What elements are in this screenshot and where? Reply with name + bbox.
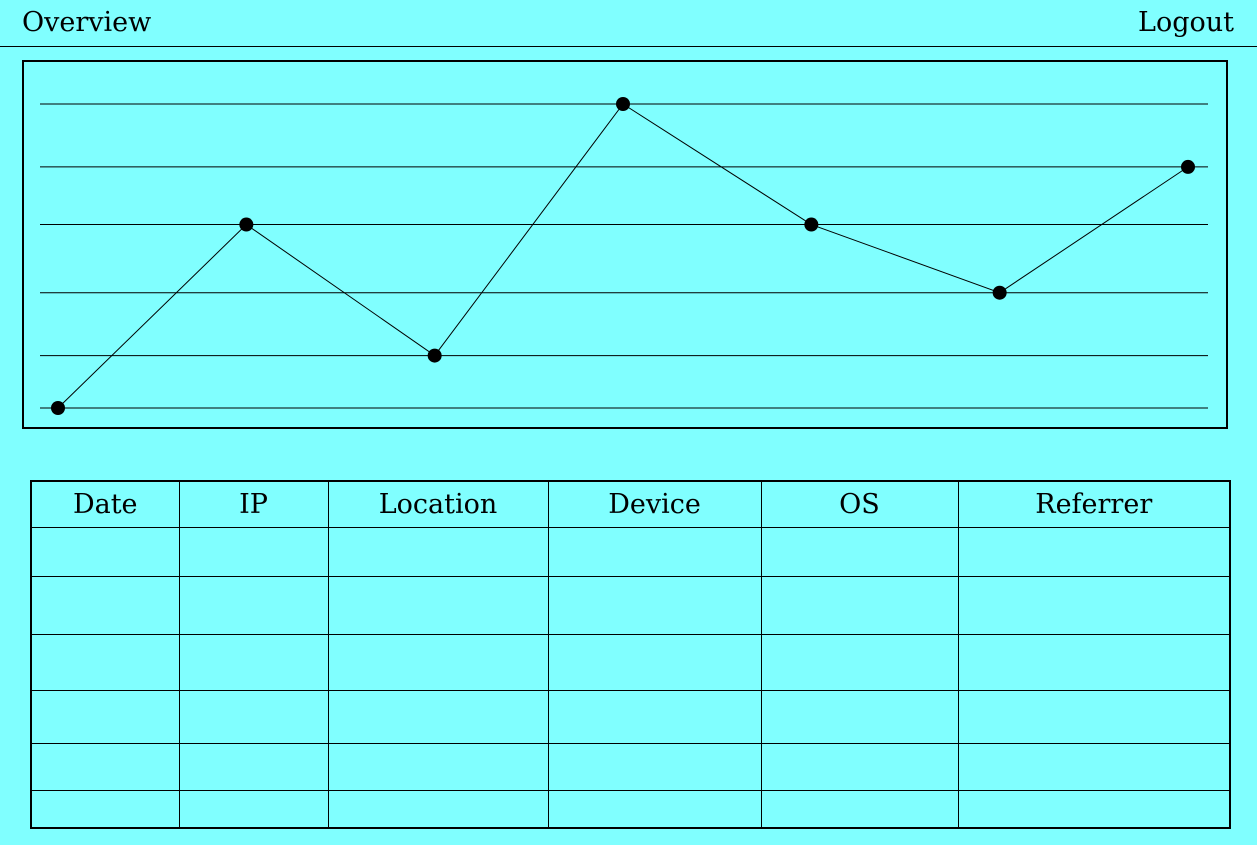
data-point <box>51 401 65 415</box>
table-cell <box>957 790 1229 827</box>
data-point <box>992 285 1007 300</box>
data-point <box>427 348 442 363</box>
column-header-device[interactable]: Device <box>547 482 762 528</box>
line-chart <box>40 97 1208 415</box>
table-cell <box>178 790 329 827</box>
table-cell <box>547 527 762 577</box>
table-cell <box>32 527 180 577</box>
table-cell <box>547 790 762 827</box>
table-cell <box>178 690 329 744</box>
table-cell <box>957 576 1229 635</box>
data-point <box>1181 159 1195 174</box>
table-row <box>32 634 1229 691</box>
table-cell <box>760 634 959 691</box>
table-row <box>32 790 1229 827</box>
table-cell <box>760 690 959 744</box>
column-header-ip[interactable]: IP <box>178 482 329 528</box>
top-bar: Overview Logout <box>0 0 1257 47</box>
table-cell <box>547 634 762 691</box>
table-cell <box>32 576 180 635</box>
column-header-location[interactable]: Location <box>327 482 549 528</box>
table-cell <box>760 576 959 635</box>
table-cell <box>327 634 549 691</box>
data-point <box>616 97 630 111</box>
data-point <box>804 217 819 232</box>
table-cell <box>760 527 959 577</box>
chart-panel <box>22 60 1228 429</box>
table-cell <box>178 634 329 691</box>
column-header-os[interactable]: OS <box>760 482 959 528</box>
table-row <box>32 527 1229 577</box>
table-cell <box>178 527 329 577</box>
column-header-date[interactable]: Date <box>32 482 180 528</box>
table-row <box>32 743 1229 791</box>
visits-table-container: Date IP Location Device OS Referrer <box>30 480 1231 829</box>
table-cell <box>327 576 549 635</box>
table-header-row: Date IP Location Device OS Referrer <box>32 482 1229 528</box>
data-point <box>239 217 254 232</box>
table-cell <box>547 743 762 791</box>
table-cell <box>957 690 1229 744</box>
overview-link[interactable]: Overview <box>22 7 152 38</box>
table-cell <box>178 576 329 635</box>
table-cell <box>32 790 180 827</box>
column-header-referrer[interactable]: Referrer <box>957 482 1229 528</box>
table-cell <box>327 527 549 577</box>
table-cell <box>32 634 180 691</box>
table-cell <box>178 743 329 791</box>
table-row <box>32 576 1229 635</box>
table-cell <box>327 690 549 744</box>
table-cell <box>957 634 1229 691</box>
table-cell <box>32 690 180 744</box>
table-cell <box>547 690 762 744</box>
table-row <box>32 690 1229 744</box>
table-cell <box>957 527 1229 577</box>
table-cell <box>327 743 549 791</box>
visits-table: Date IP Location Device OS Referrer <box>32 482 1229 827</box>
table-cell <box>327 790 549 827</box>
table-cell <box>760 790 959 827</box>
table-cell <box>957 743 1229 791</box>
table-cell <box>32 743 180 791</box>
table-cell <box>760 743 959 791</box>
series-line <box>57 103 1189 409</box>
logout-link[interactable]: Logout <box>1138 7 1234 38</box>
table-cell <box>547 576 762 635</box>
